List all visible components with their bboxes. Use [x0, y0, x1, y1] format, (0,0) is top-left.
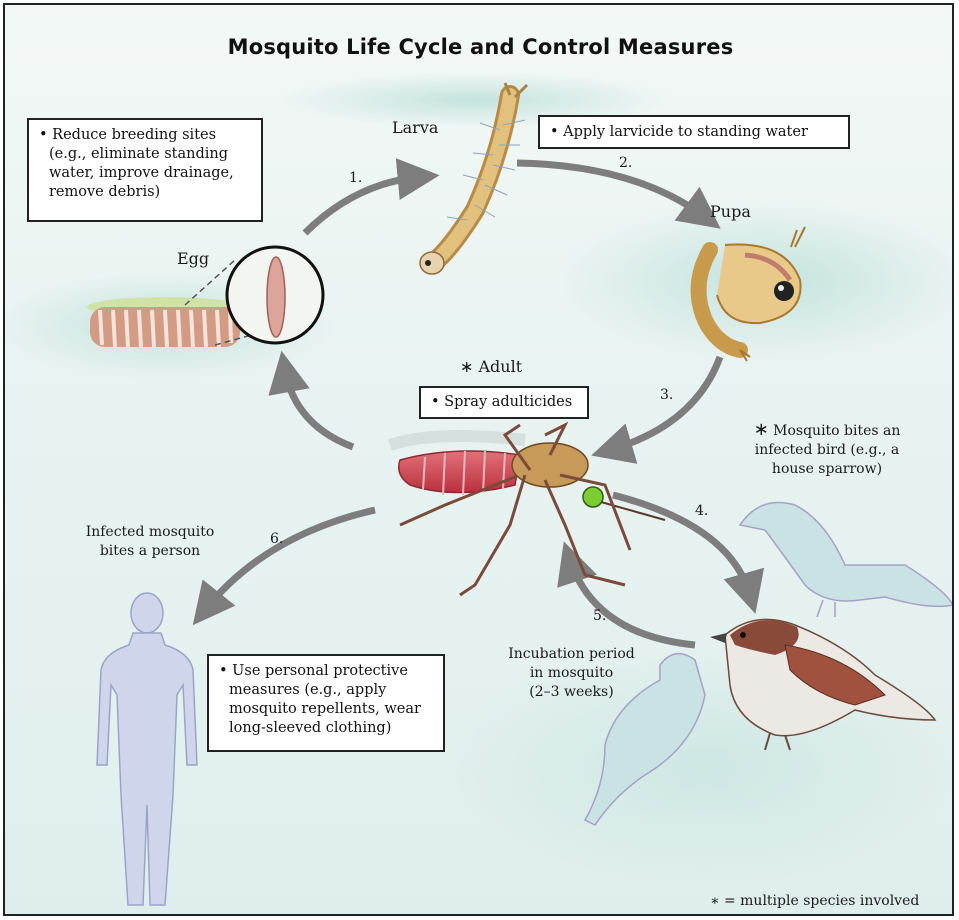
step-1-label: 1. [349, 170, 362, 186]
step-4-label: 4. [695, 503, 708, 519]
adulticide-text: • Spray adulticides [431, 393, 577, 412]
incubation-line-2: in mosquito [489, 664, 654, 683]
adulticide-box: • Spray adulticides [419, 386, 589, 419]
incubation-line-1: Incubation period [489, 645, 654, 664]
larvicide-box: • Apply larvicide to standing water [538, 115, 850, 149]
adult-label-text: Adult [479, 357, 523, 376]
adult-star-marker: ∗ [460, 357, 473, 376]
bird-silhouette-top [740, 503, 953, 618]
breeding-line-2: (e.g., eliminate standing [39, 145, 251, 164]
adult-label: ∗ Adult [460, 357, 522, 376]
step-3-label: 3. [660, 387, 673, 403]
diagram-title: Mosquito Life Cycle and Control Measures [5, 35, 954, 59]
step-6-label: 6. [270, 531, 283, 547]
bird-bite-line-1: Mosquito bites an [773, 423, 900, 439]
arrow-1 [305, 177, 420, 233]
person-bite-line-2: bites a person [75, 542, 225, 561]
person-silhouette [97, 593, 197, 905]
arrow-5 [570, 560, 695, 645]
protective-line-2: measures (e.g., apply [219, 681, 433, 700]
arrow-4 [613, 495, 750, 595]
bird-bite-line-3: house sparrow) [707, 460, 947, 479]
step-2-label: 2. [619, 155, 632, 171]
breeding-sites-box: • Reduce breeding sites (e.g., eliminate… [27, 118, 263, 222]
footnote: ∗ = multiple species involved [710, 892, 919, 911]
person-bite-line-1: Infected mosquito [75, 523, 225, 542]
arrow-3 [610, 357, 720, 450]
protective-line-1: • Use personal protective [219, 662, 433, 681]
protective-line-3: mosquito repellents, wear [219, 700, 433, 719]
personal-protection-box: • Use personal protective measures (e.g.… [207, 654, 445, 752]
incubation-note: Incubation period in mosquito (2–3 weeks… [489, 645, 654, 702]
arrow-6 [205, 510, 375, 610]
larva-label: Larva [392, 118, 438, 137]
egg-label: Egg [177, 249, 209, 268]
breeding-line-3: water, improve drainage, [39, 164, 251, 183]
breeding-line-4: remove debris) [39, 183, 251, 202]
incubation-line-3: (2–3 weeks) [489, 683, 654, 702]
breeding-line-1: • Reduce breeding sites [39, 126, 251, 145]
bird-bite-line-2: infected bird (e.g., a [707, 441, 947, 460]
mosquito-illustration [390, 425, 665, 595]
bird-bite-note: ∗ Mosquito bites an infected bird (e.g.,… [707, 420, 947, 479]
larvicide-text: • Apply larvicide to standing water [550, 123, 838, 142]
arrow-egg-return [285, 370, 353, 447]
pupa-label: Pupa [710, 202, 751, 221]
diagram-frame: Mosquito Life Cycle and Control Measures… [3, 3, 954, 916]
protective-line-4: long-sleeved clothing) [219, 719, 433, 738]
step-5-label: 5. [593, 608, 606, 624]
bird-star-marker: ∗ [754, 419, 769, 440]
person-bite-note: Infected mosquito bites a person [75, 523, 225, 561]
